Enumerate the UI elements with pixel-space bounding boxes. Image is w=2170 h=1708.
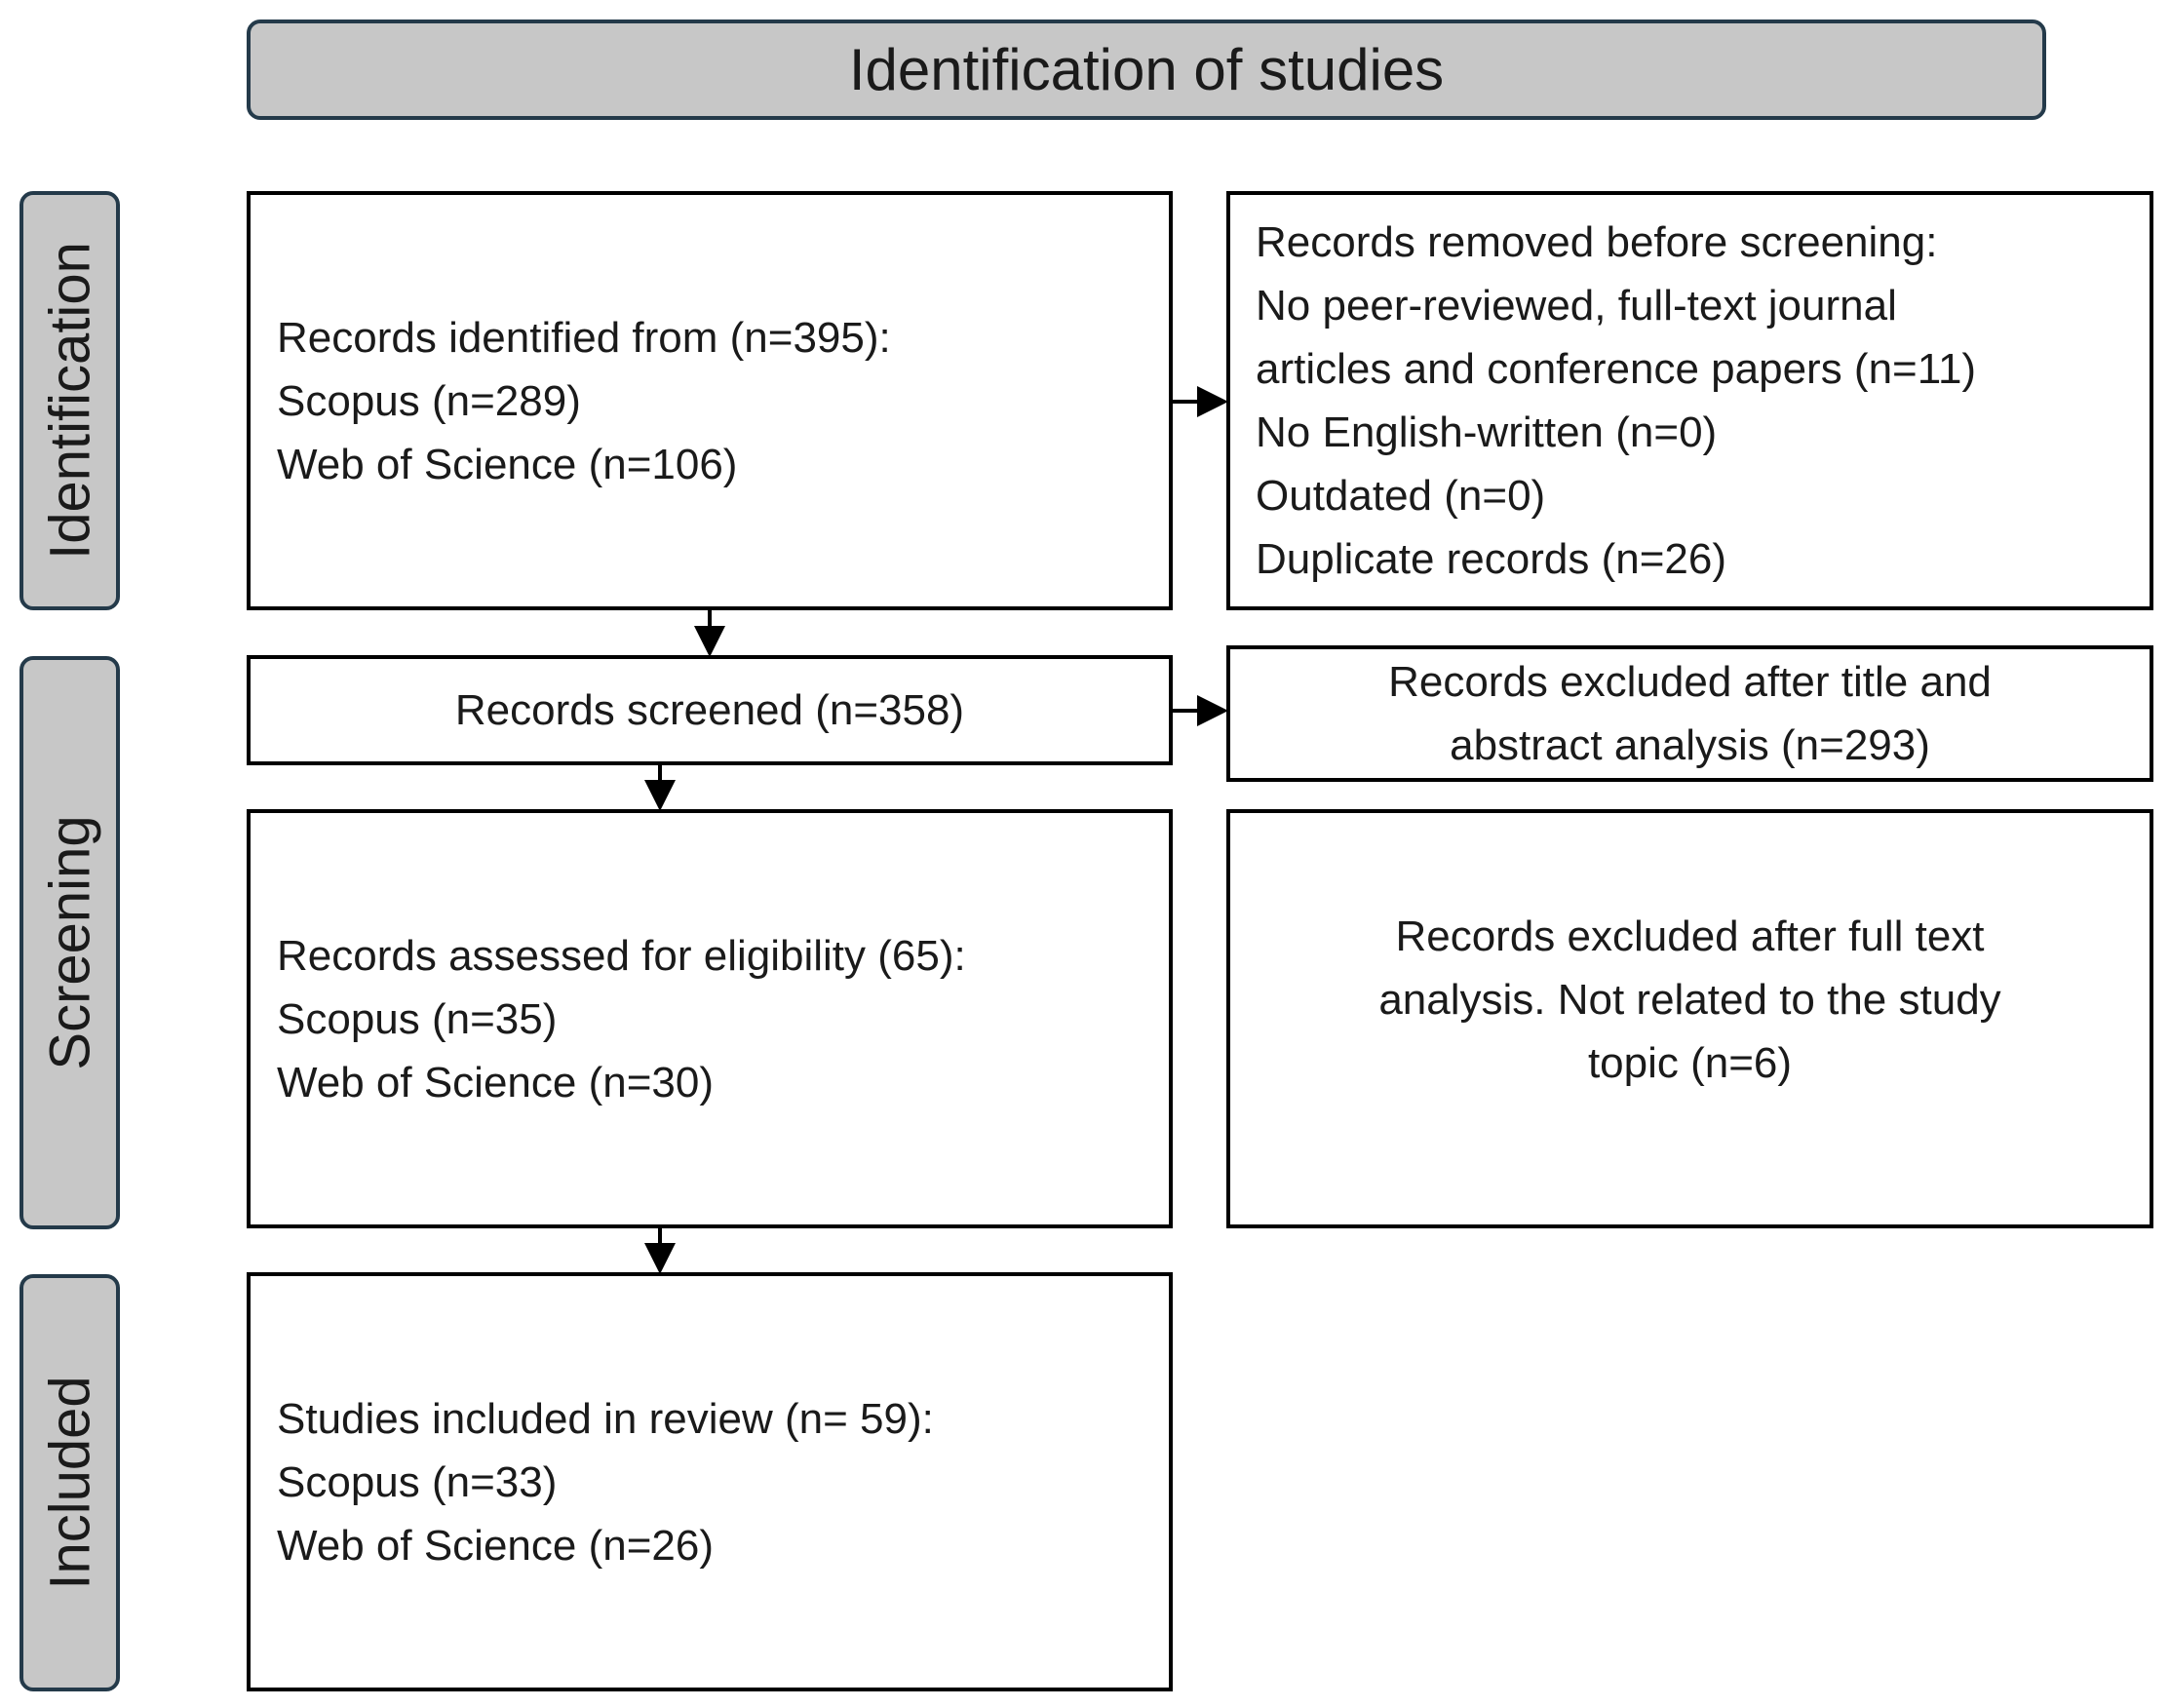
assessed-eligibility-line: Web of Science (n=30) (277, 1058, 714, 1106)
studies-included-line: Studies included in review (n= 59): (277, 1394, 934, 1443)
assessed-eligibility-box: Records assessed for eligibility (65): S… (247, 809, 1173, 1228)
diagram-title: Identification of studies (247, 19, 2046, 120)
studies-included-box: Studies included in review (n= 59): Scop… (247, 1272, 1173, 1691)
excluded-title-abstract-line: abstract analysis (n=293) (1450, 721, 1930, 769)
records-removed-line: articles and conference papers (n=11) (1256, 345, 1977, 393)
records-removed-box: Records removed before screening: No pee… (1226, 191, 2153, 610)
studies-included-line: Web of Science (n=26) (277, 1521, 714, 1570)
records-screened-box: Records screened (n=358) (247, 655, 1173, 765)
studies-included-line: Scopus (n=33) (277, 1457, 558, 1506)
records-identified-line: Web of Science (n=106) (277, 440, 738, 488)
records-removed-line: No peer-reviewed, full-text journal (1256, 282, 1897, 330)
excluded-title-abstract-box: Records excluded after title and abstrac… (1226, 645, 2153, 782)
records-identified-line: Records identified from (n=395): (277, 313, 891, 362)
excluded-full-text-box: Records excluded after full text analysi… (1226, 809, 2153, 1228)
records-identified-line: Scopus (n=289) (277, 376, 581, 425)
phase-screening: Screening (19, 656, 120, 1229)
excluded-full-text-line: Records excluded after full text (1395, 912, 1985, 960)
records-removed-line: Records removed before screening: (1256, 218, 1938, 266)
records-removed-line: Duplicate records (n=26) (1256, 535, 1727, 583)
records-removed-line: No English-written (n=0) (1256, 408, 1718, 456)
records-removed-line: Outdated (n=0) (1256, 472, 1546, 520)
phase-identification: Identification (19, 191, 120, 610)
diagram-title-text: Identification of studies (848, 37, 1445, 102)
assessed-eligibility-line: Records assessed for eligibility (65): (277, 931, 966, 980)
assessed-eligibility-line: Scopus (n=35) (277, 994, 558, 1043)
excluded-title-abstract-line: Records excluded after title and (1388, 658, 1992, 706)
records-screened-line: Records screened (n=358) (454, 686, 965, 734)
excluded-full-text-line: analysis. Not related to the study (1378, 976, 2001, 1024)
excluded-full-text-line: topic (n=6) (1587, 1039, 1793, 1087)
records-identified-box: Records identified from (n=395): Scopus … (247, 191, 1173, 610)
phase-included: Included (19, 1274, 120, 1691)
